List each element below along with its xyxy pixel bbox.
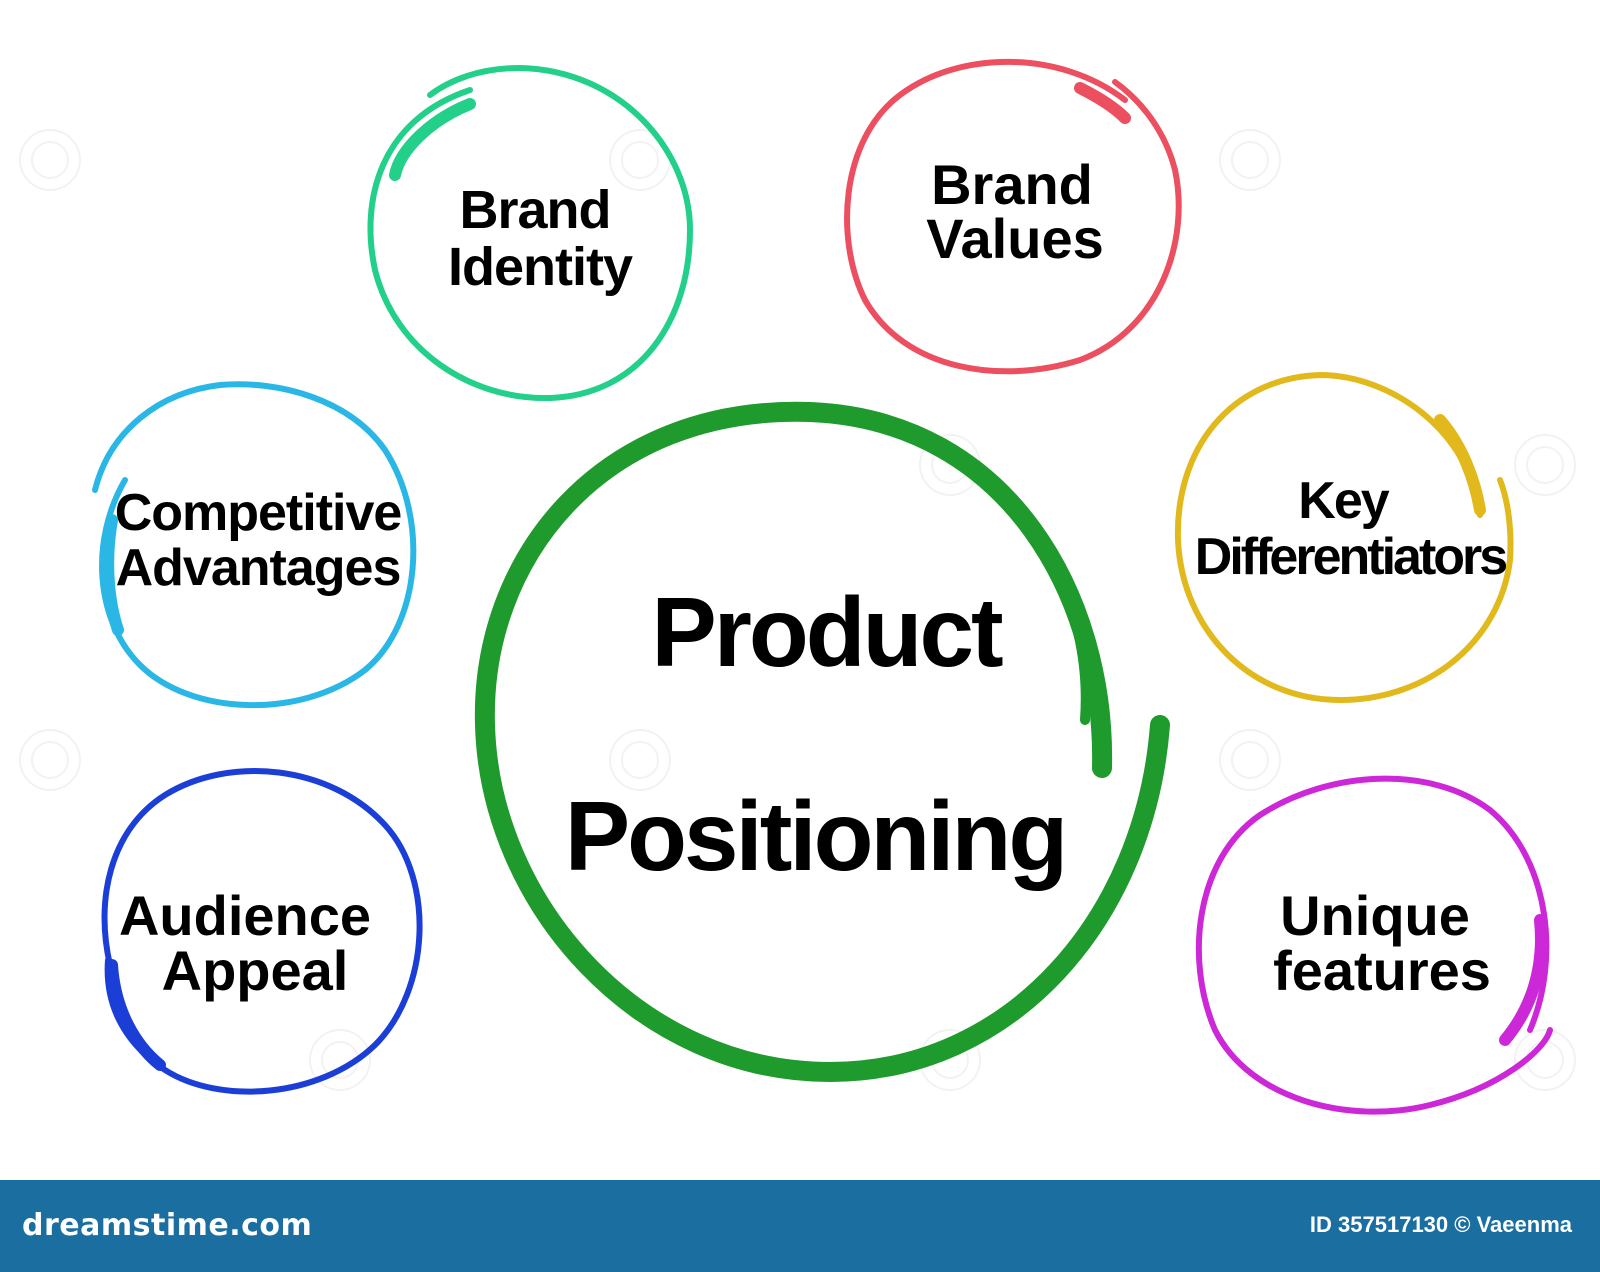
center-ring-tail bbox=[1035, 540, 1091, 725]
competitive-advantages-line1: Competitive bbox=[115, 484, 402, 542]
node-unique-features: Unique features bbox=[1195, 775, 1553, 1115]
brand-values-line1: Brand bbox=[931, 153, 1093, 216]
footer-image-credit: ID 357517130 © Vaeenma bbox=[1309, 1212, 1572, 1237]
competitive-advantages-ring bbox=[92, 381, 417, 709]
stock-footer-bar: dreamstime.com ID 357517130 © Vaeenma bbox=[0, 1180, 1600, 1272]
competitive-advantages-line2: Advantages bbox=[116, 539, 401, 597]
audience-appeal-ring bbox=[101, 768, 423, 1095]
node-competitive-advantages: Competitive Advantages bbox=[92, 381, 417, 709]
center-title-line1: Product bbox=[651, 577, 1003, 687]
brand-identity-ring-stroke bbox=[389, 98, 476, 181]
watermark-pattern bbox=[19, 129, 1576, 1091]
node-key-differentiators: Key Differentiators bbox=[1174, 371, 1514, 704]
brand-values-ring bbox=[844, 58, 1182, 375]
unique-features-line2: features bbox=[1273, 939, 1491, 1002]
center-node: Product Positioning bbox=[474, 401, 1170, 1083]
unique-features-ring bbox=[1195, 775, 1553, 1115]
brand-values-line2: Values bbox=[926, 207, 1103, 270]
node-audience-appeal: Audience Appeal bbox=[101, 768, 423, 1095]
key-differentiators-ring-stroke bbox=[1434, 414, 1486, 516]
center-title-line2: Positioning bbox=[565, 781, 1066, 891]
brand-identity-line1: Brand bbox=[459, 180, 610, 240]
key-differentiators-line2: Differentiators bbox=[1195, 528, 1506, 586]
key-differentiators-ring bbox=[1174, 371, 1514, 704]
node-brand-values: Brand Values bbox=[844, 58, 1182, 375]
unique-features-line1: Unique bbox=[1280, 884, 1470, 947]
node-brand-identity: Brand Identity bbox=[367, 64, 694, 402]
brand-identity-ring bbox=[367, 64, 694, 402]
brand-identity-line2: Identity bbox=[448, 237, 633, 297]
audience-appeal-line1: Audience bbox=[119, 884, 371, 947]
diagram-canvas: Product Positioning Brand Identity Brand… bbox=[19, 58, 1576, 1115]
unique-features-ring-stroke bbox=[1499, 914, 1547, 1046]
brand-values-ring-stroke bbox=[1074, 82, 1131, 124]
key-differentiators-line1: Key bbox=[1298, 472, 1389, 530]
audience-appeal-line2: Appeal bbox=[162, 939, 349, 1002]
center-ring bbox=[474, 401, 1170, 1083]
audience-appeal-ring-stroke bbox=[106, 959, 166, 1071]
footer-logo[interactable]: dreamstime.com bbox=[22, 1208, 313, 1243]
competitive-advantages-ring-stroke bbox=[102, 514, 124, 636]
